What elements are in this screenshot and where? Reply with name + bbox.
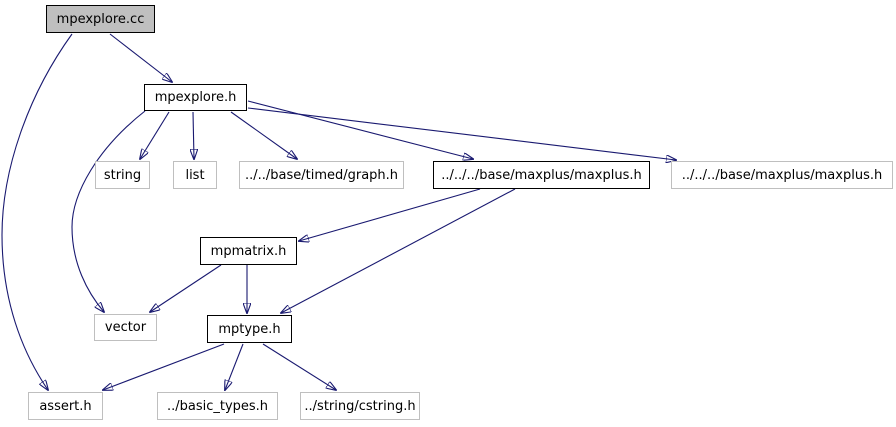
node-maxplus-h[interactable]: ../../../base/maxplus/maxplus.h	[433, 161, 650, 189]
node-label: ../basic_types.h	[166, 398, 269, 414]
edge-mpexplore-h-to-list	[193, 111, 194, 159]
node-label: mpmatrix.h	[210, 243, 287, 259]
edge-mpexplore-h-to-string	[140, 111, 170, 159]
node-label: ../../../base/maxplus/maxplus.h	[441, 167, 642, 183]
node-label: string	[103, 167, 142, 183]
edge-mpexplore-h-to-maxplus-h-dup	[247, 107, 676, 160]
edge-maxplus-h-to-mpmatrix-h	[299, 188, 481, 241]
node-label: assert.h	[39, 398, 92, 414]
node-label: ../../base/timed/graph.h	[244, 167, 399, 183]
edge-mpexplore-cc-to-assert-h	[1, 33, 73, 390]
node-graph-h: ../../base/timed/graph.h	[239, 161, 404, 189]
edge-mpexplore-h-to-maxplus-h	[247, 100, 473, 159]
node-string: string	[95, 161, 150, 189]
node-vector: vector	[94, 314, 157, 341]
edge-mpexplore-h-to-graph-h	[230, 111, 297, 159]
node-cstring-h: ../string/cstring.h	[300, 392, 420, 420]
node-mpexplore-cc: mpexplore.cc	[46, 5, 155, 33]
edge-mptype-h-to-cstring-h	[262, 343, 336, 390]
node-label: mpexplore.cc	[56, 11, 145, 27]
node-mptype-h[interactable]: mptype.h	[207, 315, 292, 343]
node-label: vector	[104, 320, 147, 335]
node-basic-types-h: ../basic_types.h	[157, 392, 278, 420]
edge-maxplus-h-to-mptype-h	[281, 188, 516, 313]
node-label: ../../../base/maxplus/maxplus.h	[681, 167, 883, 183]
node-maxplus-h-duplicate: ../../../base/maxplus/maxplus.h	[671, 161, 893, 189]
node-label: mpexplore.h	[154, 90, 237, 105]
edge-mptype-h-to-assert-h	[103, 343, 225, 390]
edge-mpexplore-cc-to-mpexplore-h	[109, 33, 172, 82]
node-mpmatrix-h[interactable]: mpmatrix.h	[200, 237, 297, 265]
node-list: list	[173, 161, 217, 189]
node-mpexplore-h[interactable]: mpexplore.h	[144, 84, 247, 111]
node-assert-h: assert.h	[28, 392, 103, 420]
edge-mpexplore-h-to-vector	[71, 110, 146, 312]
edge-mptype-h-to-basic-types-h	[225, 343, 244, 390]
node-label: ../string/cstring.h	[304, 398, 416, 414]
node-label: mptype.h	[218, 321, 281, 337]
edge-mpmatrix-h-to-vector	[150, 264, 222, 312]
node-label: list	[185, 167, 205, 183]
